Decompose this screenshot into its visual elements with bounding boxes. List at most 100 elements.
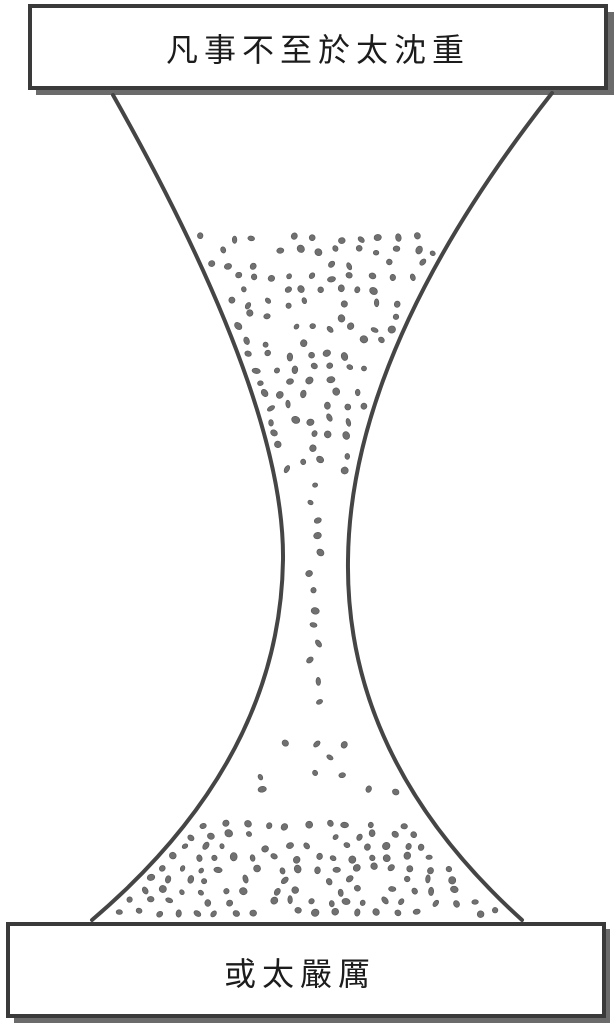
sand-grain — [403, 875, 411, 883]
sand-grain — [284, 286, 293, 294]
sand-grain — [369, 830, 375, 837]
sand-grain — [245, 830, 252, 837]
sand-grain — [345, 453, 350, 459]
sand-grain — [273, 887, 282, 896]
sand-grain — [210, 910, 218, 918]
sand-grain — [368, 854, 376, 862]
sand-grain — [403, 851, 412, 860]
sand-grain — [250, 910, 257, 917]
sand-grain — [344, 403, 352, 411]
sand-grain — [300, 339, 308, 347]
sand-grain — [235, 271, 243, 278]
sand-grain — [346, 262, 353, 271]
sand-grain — [168, 851, 178, 860]
sand-grain — [359, 335, 369, 344]
sand-grain — [201, 878, 207, 884]
sand-grain — [247, 235, 254, 241]
sand-grain — [355, 833, 363, 842]
sand-grain — [305, 656, 314, 665]
sand-grain — [310, 323, 316, 328]
sand-grain — [314, 639, 323, 648]
sand-grain — [356, 245, 363, 252]
sand-grain — [228, 296, 235, 303]
sand-grain — [425, 875, 430, 884]
sand-grain — [288, 896, 293, 904]
sand-grain — [387, 863, 396, 872]
sand-grain — [293, 864, 302, 874]
sand-grain — [187, 875, 195, 884]
sand-grain — [296, 244, 306, 254]
sand-grain — [179, 865, 185, 872]
sand-grain — [245, 308, 254, 317]
sand-grain — [223, 828, 233, 838]
sand-grain — [329, 855, 337, 862]
sand-grain — [135, 907, 142, 914]
sand-grain — [343, 842, 351, 849]
sand-grain — [312, 740, 321, 749]
sand-grain — [283, 464, 291, 473]
sand-grain — [290, 232, 298, 241]
sand-grain — [394, 909, 402, 917]
sand-grain — [254, 865, 261, 872]
sand-grain — [357, 235, 366, 243]
sand-grain — [352, 863, 362, 873]
sand-grain — [280, 822, 289, 831]
sand-grain — [263, 313, 271, 320]
sand-grain — [211, 854, 219, 862]
sand-grain — [300, 390, 307, 399]
sand-grain — [472, 900, 479, 905]
sand-grain — [326, 819, 334, 827]
sand-grain — [326, 362, 334, 369]
sand-grain — [405, 843, 412, 851]
sand-grain — [445, 865, 453, 873]
bottom-box-text: 或太嚴厲 — [224, 955, 376, 993]
sand-grain — [276, 247, 284, 253]
sand-grain — [308, 272, 316, 280]
sand-grain — [315, 455, 325, 464]
sand-grain — [310, 622, 318, 628]
sand-grain — [340, 740, 349, 749]
sand-grain — [332, 387, 341, 396]
sand-grain — [380, 896, 389, 906]
sand-grain — [341, 898, 350, 905]
sand-grain — [409, 273, 416, 281]
sand-grain — [410, 830, 418, 838]
sand-grain — [449, 876, 456, 884]
sand-grain — [267, 275, 275, 283]
sand-grain — [374, 299, 379, 307]
sand-grain — [307, 499, 314, 506]
sand-grain — [305, 569, 314, 577]
sand-grain — [279, 867, 286, 875]
sand-grain — [238, 886, 248, 896]
top-box-text: 凡事不至於太沈重 — [166, 31, 470, 69]
sand-grain — [206, 832, 215, 840]
sand-grain — [368, 286, 379, 296]
sand-grain — [391, 830, 400, 839]
sand-grain — [340, 822, 348, 828]
sand-grain — [181, 843, 188, 850]
sand-grain — [413, 232, 421, 241]
sand-grain — [477, 911, 484, 918]
sand-grain — [346, 322, 355, 331]
sand-grain — [374, 234, 382, 241]
sand-grain — [390, 274, 396, 281]
sand-grain — [418, 844, 425, 851]
sand-grain — [164, 875, 171, 884]
sand-grain — [359, 899, 366, 906]
sand-grain — [385, 258, 393, 266]
sand-grain — [345, 874, 354, 883]
sand-grain — [345, 418, 351, 427]
sand-grain — [220, 246, 227, 254]
sand-grain — [323, 430, 332, 439]
sand-grain — [326, 376, 335, 383]
sand-grain — [155, 910, 164, 918]
sand-grain — [147, 896, 154, 902]
sand-grain — [273, 367, 280, 374]
sand-grain — [264, 349, 272, 357]
sand-grain — [244, 301, 252, 310]
sand-grain — [324, 402, 330, 410]
bottom-box: 或太嚴厲 — [8, 924, 610, 1023]
sand-grain — [243, 336, 251, 345]
sand-grain — [274, 440, 283, 448]
sand-grain — [354, 908, 361, 916]
